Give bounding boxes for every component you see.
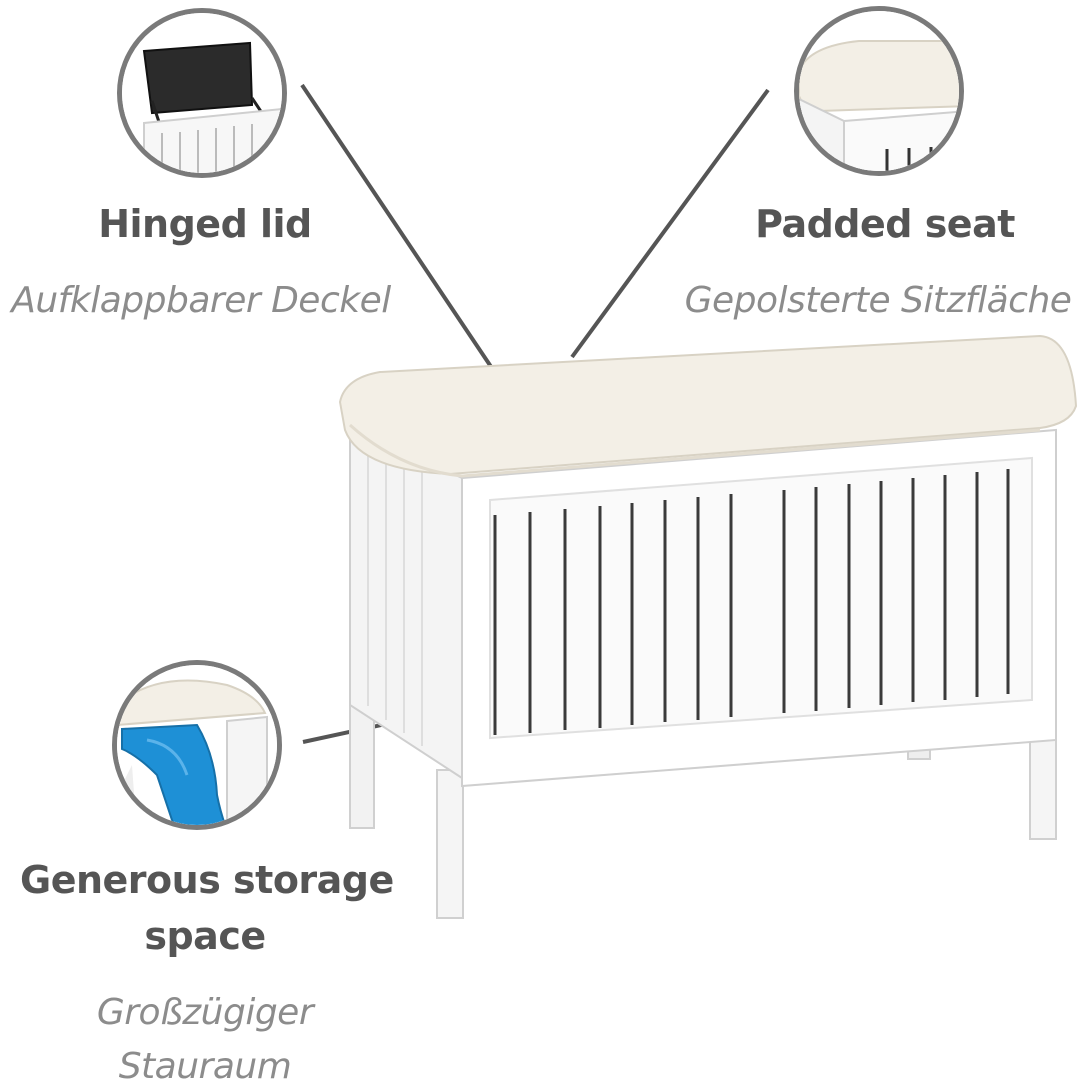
padded-seat-subtitle: Gepolsterte Sitzfläche — [684, 280, 1072, 321]
storage-title-line2: space — [144, 914, 266, 958]
bench-front-panel — [489, 456, 1033, 740]
padded-seat-detail-circle — [794, 6, 964, 176]
hinged-lid-leader-line — [300, 83, 514, 400]
cushion-closeup-icon — [799, 11, 959, 171]
storage-title-line1: Generous storage — [20, 858, 394, 902]
padded-seat-title: Padded seat — [755, 202, 1015, 246]
bench-leg-front-left — [436, 769, 464, 919]
front-panel-slots — [493, 469, 1010, 735]
side-panel-grooves — [367, 440, 423, 746]
padded-seat-leader-line — [570, 88, 770, 359]
hinged-lid-detail-circle — [117, 8, 287, 178]
bench-leg-front-right — [1029, 734, 1057, 840]
storage-subtitle-line1: Großzügiger — [96, 992, 314, 1033]
hinged-lid-subtitle: Aufklappbarer Deckel — [11, 280, 391, 321]
padded-seat-cushion — [338, 334, 1078, 476]
towel-inside-icon — [117, 665, 277, 825]
bench-leg-back-left — [349, 699, 375, 829]
storage-detail-circle — [112, 660, 282, 830]
hinged-lid-title: Hinged lid — [98, 202, 312, 246]
storage-subtitle-line2: Stauraum — [118, 1046, 292, 1087]
open-lid-icon — [122, 13, 282, 173]
